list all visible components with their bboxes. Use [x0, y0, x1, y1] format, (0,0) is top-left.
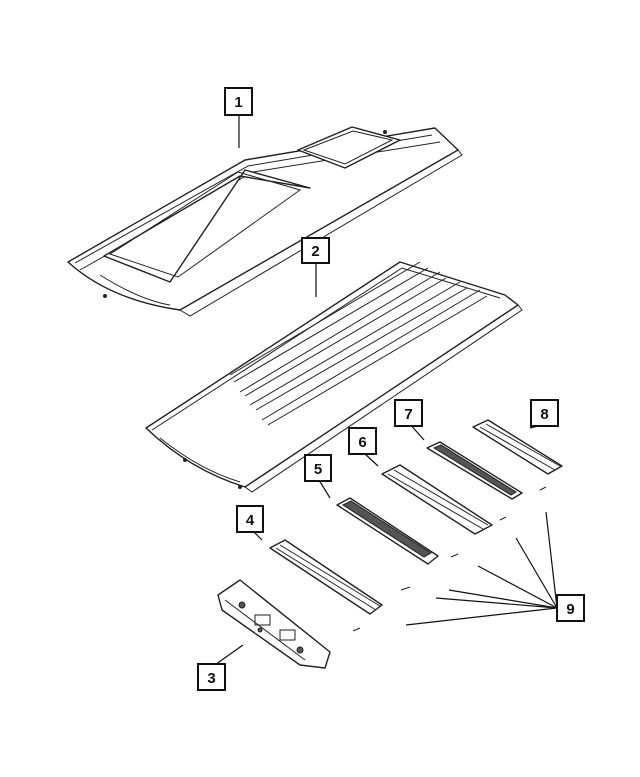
roof-bow-5 [336, 497, 439, 565]
callout-5: 5 [304, 454, 332, 482]
callout-2: 2 [301, 237, 330, 264]
roof-bow-7 [426, 441, 523, 500]
callout-1: 1 [224, 87, 253, 116]
callout-1-label: 1 [234, 94, 242, 111]
callout-4: 4 [236, 505, 264, 533]
fastener-marks [352, 486, 547, 632]
callout-6-label: 6 [358, 434, 366, 451]
roof-bow-4 [269, 539, 383, 615]
callout-5-label: 5 [314, 461, 322, 478]
callout-7: 7 [394, 399, 423, 427]
callout-8: 8 [530, 399, 559, 427]
callout-2-label: 2 [311, 243, 319, 260]
callout-6: 6 [348, 427, 377, 455]
callout-9: 9 [556, 594, 585, 622]
callout-3: 3 [197, 663, 226, 691]
roof-bow-8 [472, 419, 563, 475]
callout-3-label: 3 [207, 670, 215, 687]
roof-bow-6 [381, 464, 493, 535]
roof-panel-with-sunroof [67, 126, 463, 317]
roof-panel-ribbed [145, 261, 523, 493]
callout-9-label: 9 [566, 601, 574, 618]
front-roof-header [217, 579, 331, 669]
callout-7-label: 7 [404, 406, 412, 423]
callout-8-label: 8 [540, 406, 548, 423]
callout-4-label: 4 [246, 512, 255, 529]
